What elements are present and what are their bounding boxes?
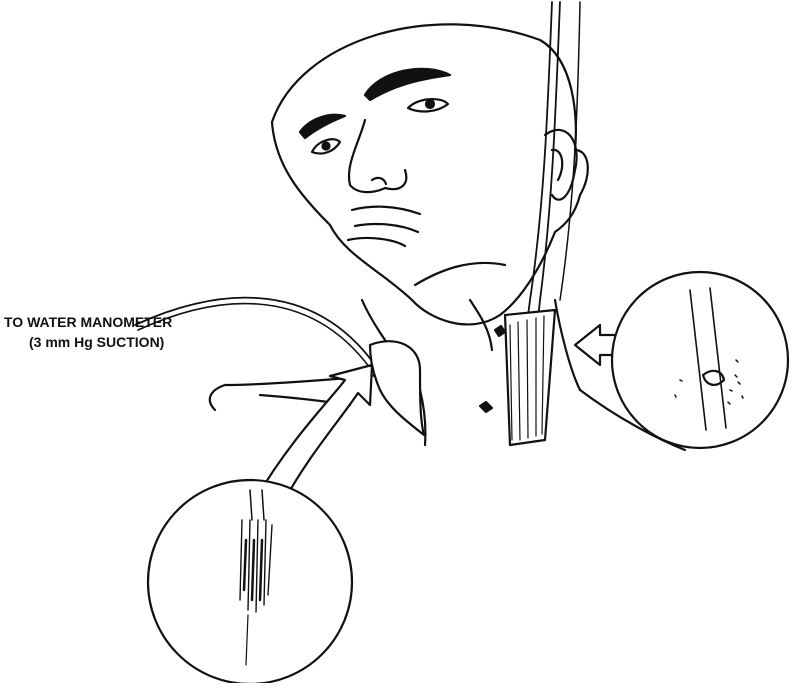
- left-eyebrow: [365, 69, 450, 100]
- right-pupil: [323, 143, 330, 150]
- chin-line: [348, 238, 405, 246]
- suture-knot-lower: [480, 402, 492, 412]
- manometer-label-line2: (3 mm Hg SUCTION): [29, 334, 164, 350]
- suture-knot-upper: [495, 326, 505, 336]
- manometer-tube-outer: [135, 298, 375, 365]
- left-dressing: [370, 341, 424, 435]
- manometer-tube-inner: [138, 304, 370, 368]
- right-magnifier-circle: [612, 272, 788, 448]
- manometer-label-line1: TO WATER MANOMETER: [4, 314, 172, 330]
- left-pupil: [426, 100, 434, 108]
- lower-magnifier-circle: [148, 480, 352, 683]
- lower-lip: [355, 224, 418, 232]
- right-dressing: [505, 310, 555, 445]
- upper-lip: [352, 207, 420, 214]
- right-eyebrow: [300, 115, 345, 138]
- nose: [349, 120, 406, 192]
- nostril: [372, 178, 386, 184]
- jaw-line: [415, 263, 505, 285]
